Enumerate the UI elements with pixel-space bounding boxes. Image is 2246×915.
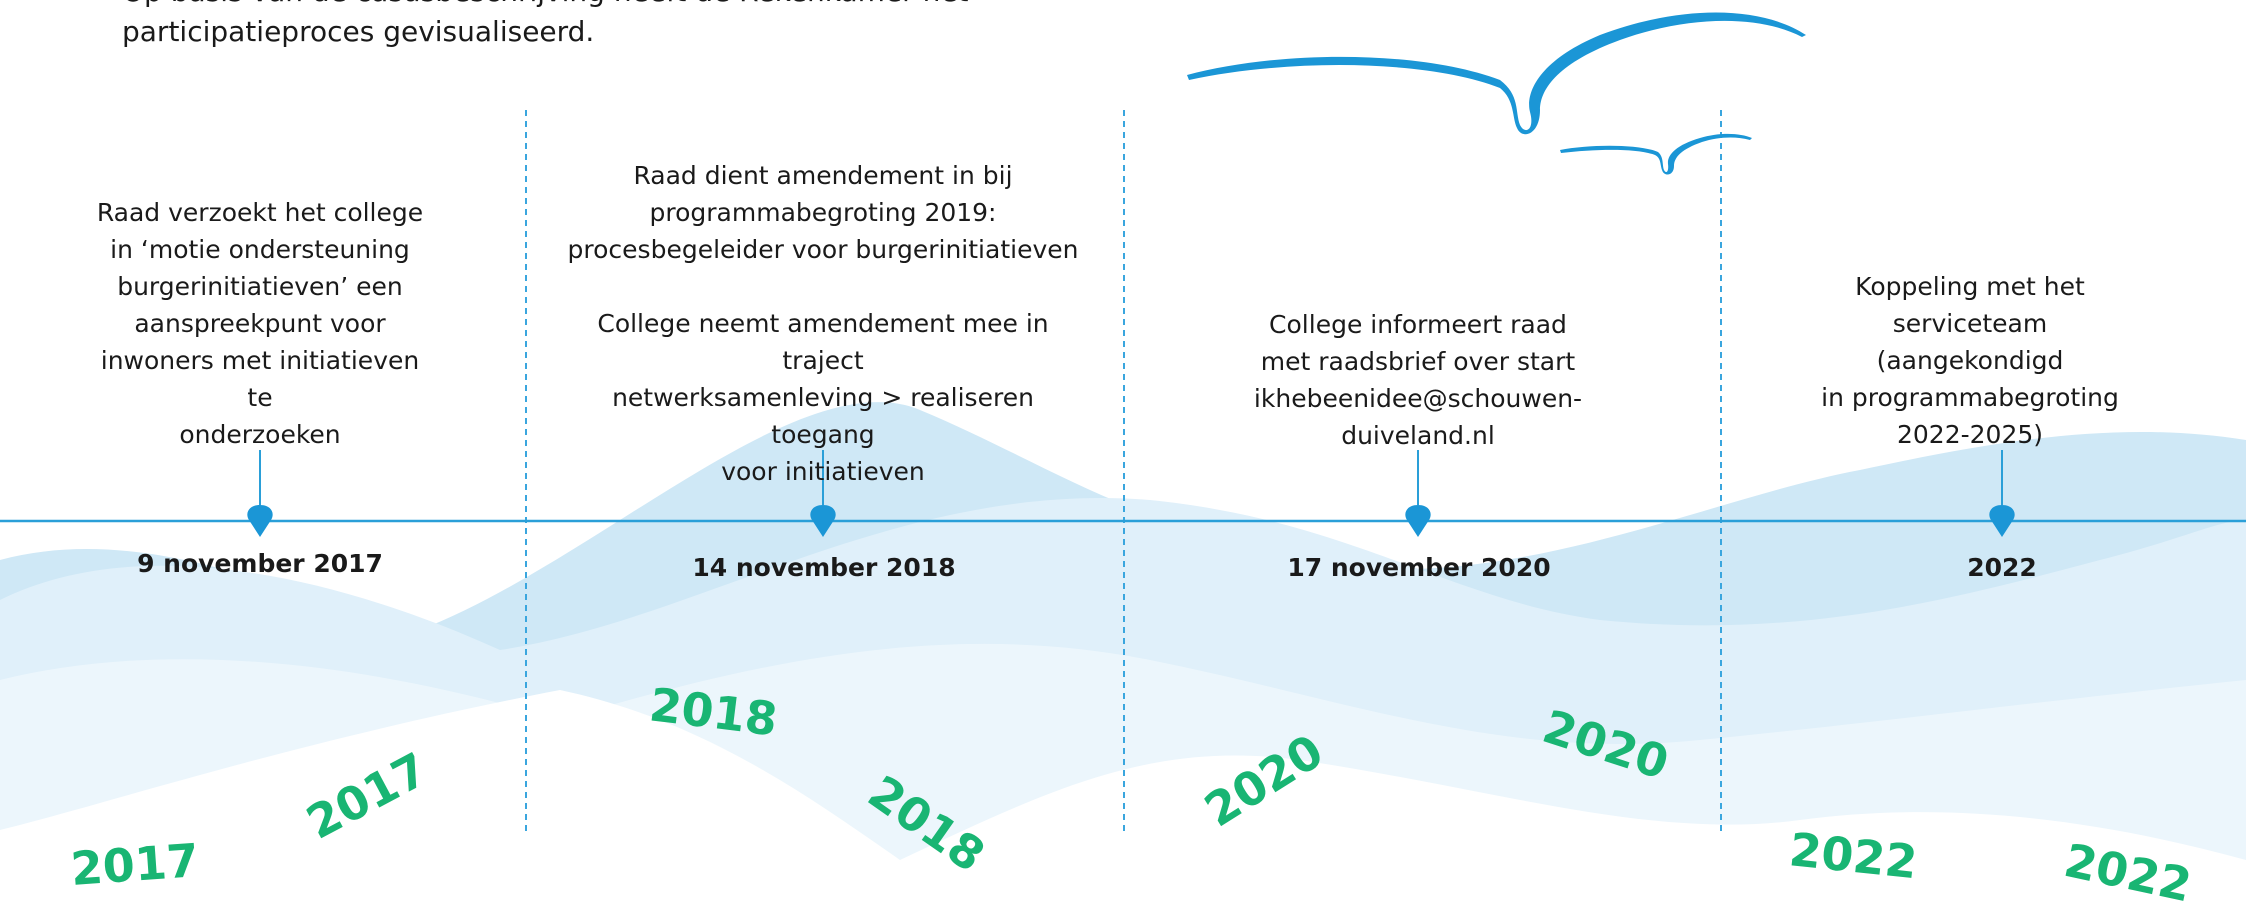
year-label-2017: 2017 [69,833,200,896]
pin-icon [810,505,836,537]
bird-large-icon [1187,12,1806,135]
event-1-text: Raad verzoekt het college in ‘motie onde… [96,198,424,449]
wave-white-dip [0,690,2246,915]
event-3-text: College informeert raad met raadsbrief o… [1253,310,1583,450]
bird-small-icon [1560,133,1752,175]
event-2-date: 14 november 2018 [692,553,956,582]
year-label-2022: 2022 [1787,822,1920,889]
pin-icon [1405,505,1431,537]
event-marker-4 [1989,450,2015,537]
event-marker-1 [247,450,273,537]
event-4-date: 2022 [1967,553,2037,582]
event-marker-3 [1405,450,1431,537]
event-4-text: Koppeling met het serviceteam (aangekond… [1821,272,2119,449]
intro-text: Op basis van de casusbeschrijving heeft … [122,0,969,48]
event-2-text: Raad dient amendement in bij programmabe… [567,161,1079,486]
event-3-date: 17 november 2020 [1287,553,1551,582]
pin-icon [1989,505,2015,537]
pin-icon [247,505,273,537]
event-1-date: 9 november 2017 [137,549,383,578]
event-marker-2 [810,450,836,537]
